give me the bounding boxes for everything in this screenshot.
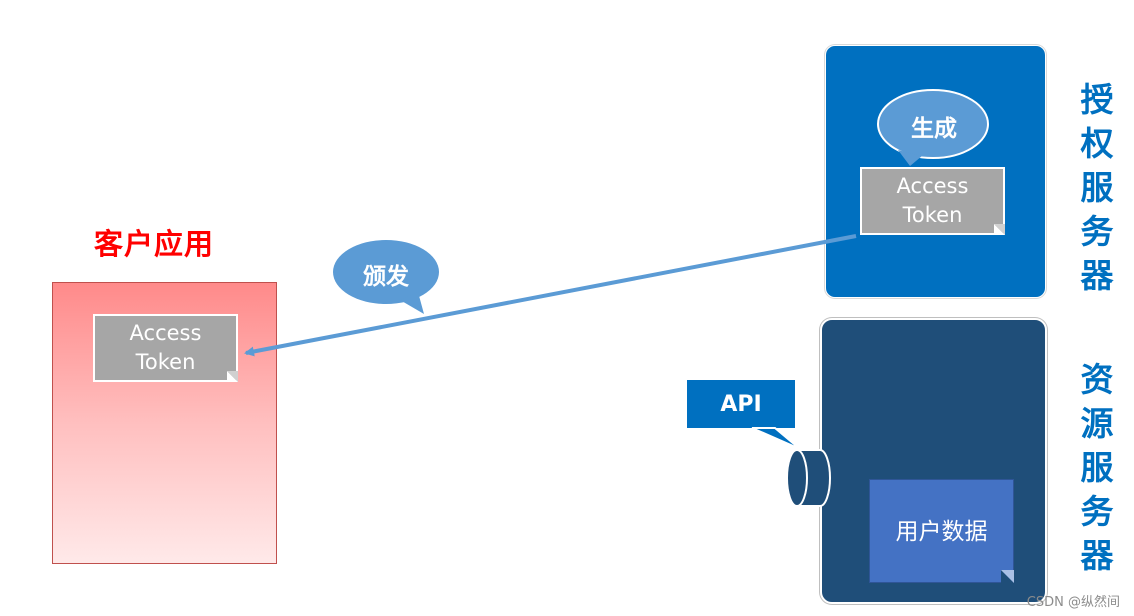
issue-arrow — [244, 234, 857, 357]
auth-access-token: Access Token — [860, 167, 1005, 235]
resource-server-title: 资 源 服 务 器 — [1080, 360, 1114, 575]
api-cylinder-icon — [786, 449, 831, 507]
client-app-title: 客户应用 — [94, 227, 215, 261]
user-data-document: 用户数据 — [869, 479, 1014, 583]
generate-bubble-label: 生成 — [911, 116, 957, 142]
client-token-line2: Token — [135, 350, 196, 374]
user-data-label: 用户数据 — [895, 519, 988, 545]
page-fold-icon — [227, 371, 238, 382]
page-fold-icon — [1001, 570, 1014, 583]
client-access-token: Access Token — [93, 314, 238, 382]
generate-bubble-icon — [877, 89, 989, 166]
api-callout-icon — [685, 378, 801, 450]
auth-token-line1: Access — [896, 174, 969, 198]
api-label: API — [720, 392, 762, 417]
page-fold-icon — [994, 224, 1005, 235]
client-token-line1: Access — [129, 321, 202, 345]
issue-bubble-label: 颁发 — [363, 264, 409, 290]
auth-token-line2: Token — [902, 203, 963, 227]
issue-bubble-icon — [333, 240, 439, 314]
auth-server-title: 授 权 服 务 器 — [1080, 80, 1114, 295]
watermark: CSDN @纵然间 — [1026, 595, 1120, 610]
